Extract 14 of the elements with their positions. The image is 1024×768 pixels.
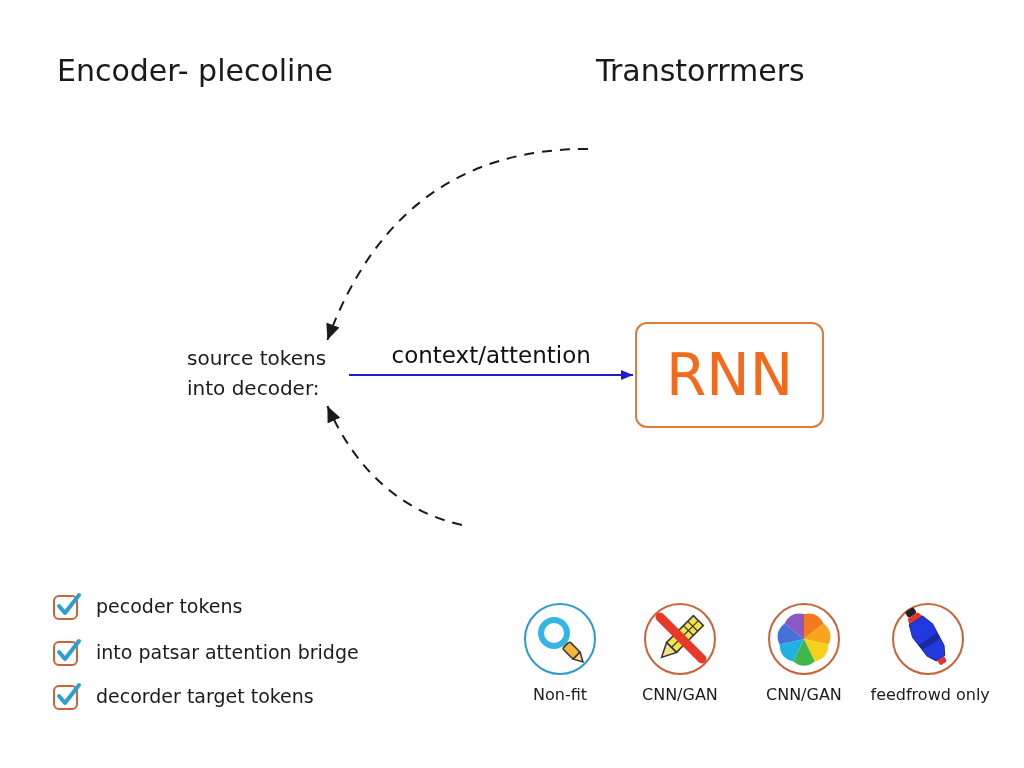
icon-caption: CNN/GAN: [642, 684, 718, 706]
icon-caption: feedfrowd only: [870, 684, 990, 706]
icon-caption: CNN/GAN: [766, 684, 842, 706]
process-box: RNN: [635, 322, 824, 428]
dashed-arrow: [326, 148, 589, 341]
checklist-item: decorder target tokens: [96, 684, 314, 709]
checklist-item: pecoder tokens: [96, 594, 243, 619]
dashed-arrow: [326, 405, 463, 526]
heading: Transtorrmers: [596, 52, 805, 90]
icon-caption: Non-fit: [533, 684, 588, 706]
arrow: [348, 370, 634, 380]
title: Encoder- plecoline: [57, 52, 333, 90]
checklist-item: into patsar attention bridge: [96, 640, 359, 665]
node-label: source tokens into decoder:: [187, 343, 343, 403]
